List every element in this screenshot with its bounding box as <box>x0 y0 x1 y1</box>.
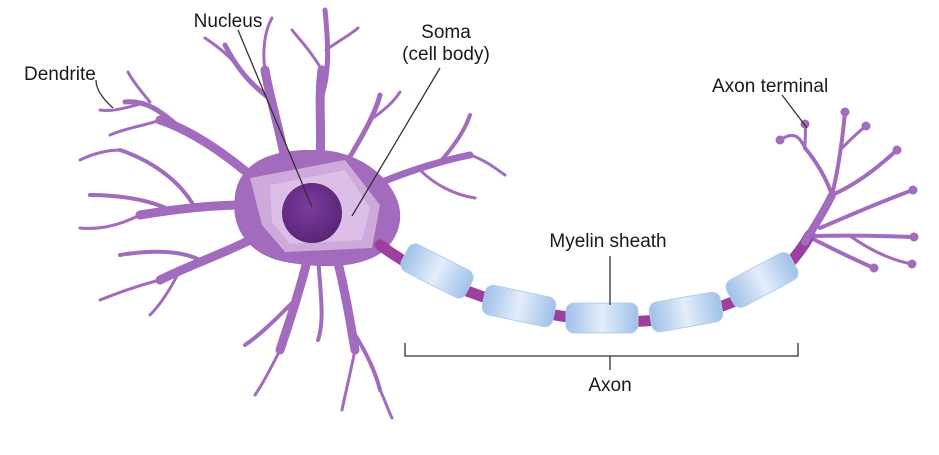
myelin-sheaths <box>400 243 799 334</box>
axon-bouton <box>869 263 879 273</box>
myelin-segment <box>481 284 557 328</box>
axon-label: Axon <box>588 375 631 396</box>
nucleus <box>282 183 342 243</box>
axon-bouton <box>775 135 785 145</box>
dendrite-leader-line <box>95 79 114 109</box>
axon-terminals <box>775 107 919 273</box>
axon-bouton <box>892 145 902 155</box>
axon-bouton <box>909 232 919 242</box>
myelin-segment <box>648 291 724 333</box>
dendrites <box>78 7 507 420</box>
axon-bracket <box>404 343 799 370</box>
axon-bouton <box>840 107 850 117</box>
soma-sublabel: (cell body) <box>402 44 490 65</box>
myelin-segment <box>400 243 474 299</box>
nucleus-leader-line <box>237 29 313 208</box>
myelin-segment <box>725 252 799 308</box>
soma-leader-line <box>351 67 441 217</box>
axon-bouton <box>908 185 918 195</box>
myelin-sheath-label: Myelin sheath <box>549 231 666 252</box>
axon-terminal-label: Axon terminal <box>712 76 828 97</box>
axon-bouton <box>907 259 917 269</box>
soma-label: Soma <box>421 22 471 43</box>
myelin-segment <box>565 302 639 334</box>
axon-bouton <box>861 121 871 131</box>
axon-terminal-leader-line <box>781 94 808 129</box>
nucleus-label: Nucleus <box>194 11 263 32</box>
dendrite-label: Dendrite <box>24 64 96 85</box>
